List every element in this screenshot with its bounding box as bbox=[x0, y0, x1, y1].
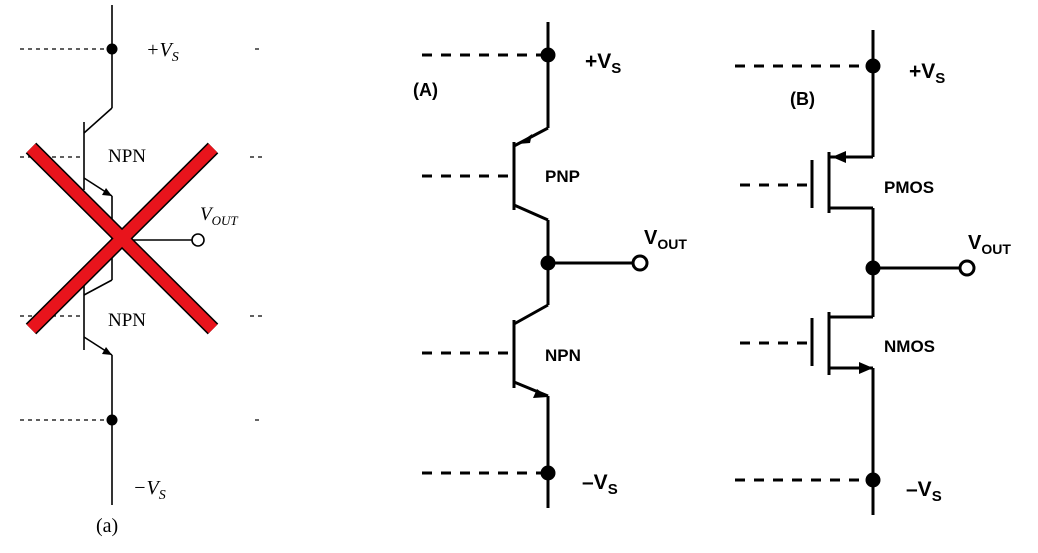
panel-a-lower-transistor-label: NPN bbox=[108, 310, 146, 331]
panel-a-output-terminal bbox=[191, 233, 205, 247]
panel-B-node-output bbox=[865, 260, 881, 276]
panel-B-nmos-source-arrow bbox=[859, 362, 873, 374]
panel-A-npn-emitter-arrow bbox=[533, 389, 548, 398]
panel-A-npn-collector bbox=[513, 303, 549, 326]
panel-a-upper-emitter-arrow bbox=[102, 188, 112, 196]
panel-B-output-terminal bbox=[958, 259, 976, 277]
panel-B-lower-transistor-label: NMOS bbox=[884, 337, 935, 356]
panel-a-rail-neg-label: −VS bbox=[133, 477, 166, 503]
panel-A-lower-transistor-label: NPN bbox=[545, 346, 581, 365]
panel-B-rail-neg-label: –VS bbox=[906, 478, 942, 505]
panel-B-pmos-source-arrow bbox=[832, 151, 846, 163]
panel-a-label: (a) bbox=[96, 515, 118, 537]
panel-A-output-label: VOUT bbox=[644, 227, 687, 252]
panel-A-output-terminal bbox=[631, 254, 649, 272]
panel-A-upper-transistor-label: PNP bbox=[545, 167, 580, 186]
panel-A-pnp-collector bbox=[513, 203, 549, 222]
panel-a-node-top bbox=[106, 43, 118, 55]
panel-A-rail-neg-label: –VS bbox=[582, 471, 618, 498]
panel-a-lower-emitter-arrow bbox=[102, 347, 112, 355]
panel-B-upper-transistor-label: PMOS bbox=[884, 178, 934, 197]
panel-B-rail-pos-label: +VS bbox=[909, 60, 945, 87]
panel-a-cross-icon bbox=[25, 142, 219, 335]
panel-a-rail-pos-label: +VS bbox=[146, 39, 179, 65]
panel-B-output-label: VOUT bbox=[968, 232, 1011, 257]
panel-A-node-bottom bbox=[540, 465, 556, 481]
panel-a-output-label: VOUT bbox=[200, 204, 238, 228]
panel-B-node-bottom bbox=[865, 472, 881, 488]
panel-B-label: (B) bbox=[790, 89, 815, 109]
panel-B: (B) +VS PMOS VOUT NMOS –VS bbox=[735, 30, 1011, 515]
panel-a-upper-transistor-label: NPN bbox=[108, 146, 146, 167]
panel-A-node-top bbox=[540, 47, 556, 63]
panel-B-node-top bbox=[865, 58, 881, 74]
panel-a: +VS NPN VOUT NPN −VS (a) bbox=[20, 5, 263, 537]
panel-A: (A) +VS PNP VOUT NPN –VS bbox=[413, 22, 687, 508]
panel-A-rail-pos-label: +VS bbox=[585, 50, 621, 77]
panel-a-upper-collector bbox=[83, 107, 113, 134]
panel-A-pnp-emitter-arrow bbox=[518, 134, 532, 144]
panel-a-lower-collector bbox=[83, 279, 113, 296]
panel-A-label: (A) bbox=[413, 80, 438, 100]
panel-a-node-bottom bbox=[106, 414, 118, 426]
panel-A-node-output bbox=[540, 255, 556, 271]
